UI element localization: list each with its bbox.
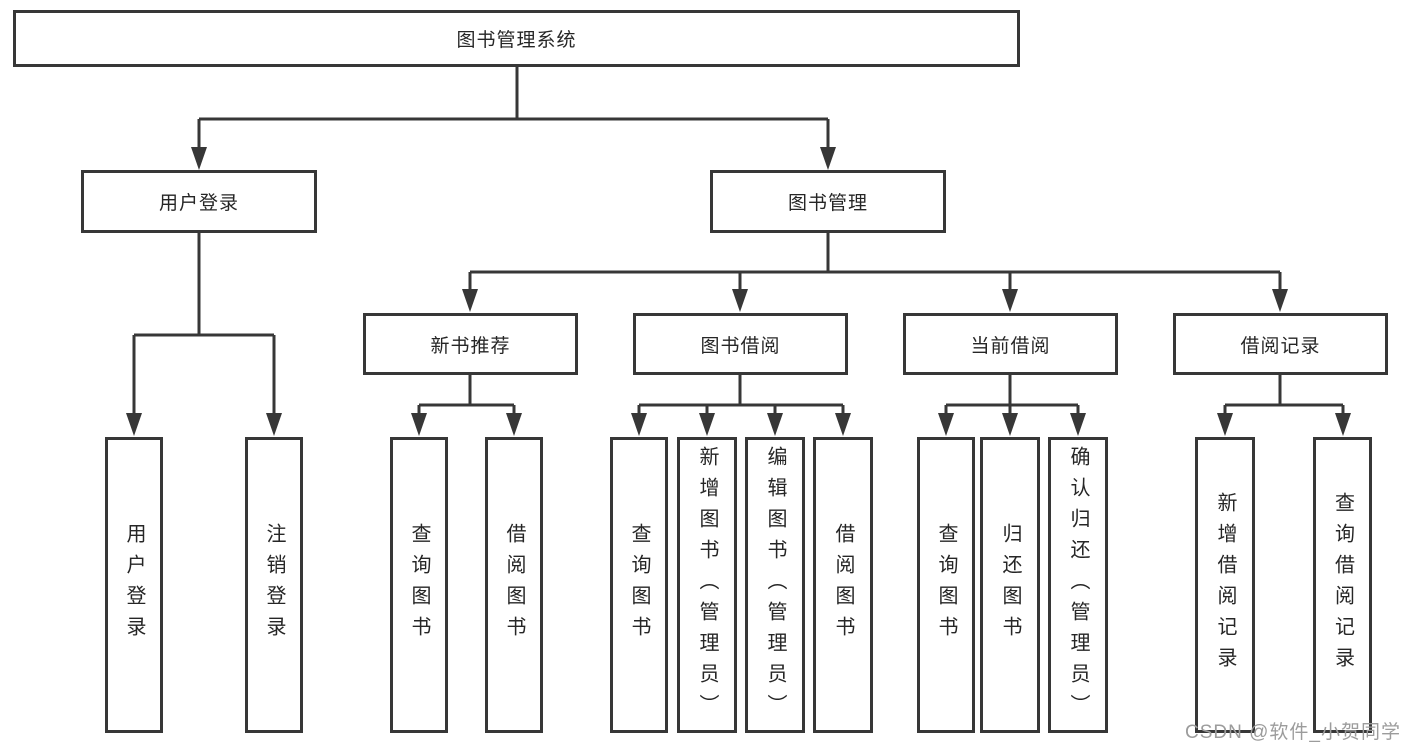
node-new-book-recommendation: 新书推荐 (363, 313, 578, 375)
leaf-logout: 注销登录 (245, 437, 303, 733)
leaf-add-borrow-record: 新增借阅记录 (1195, 437, 1255, 733)
leaf-add-books-admin: 新增图书（管理员） (677, 437, 737, 733)
leaf-borrow-books-borrowing: 借阅图书 (813, 437, 873, 733)
node-current-borrowing: 当前借阅 (903, 313, 1118, 375)
leaf-query-borrow-record: 查询借阅记录 (1313, 437, 1372, 733)
node-book-borrowing: 图书借阅 (633, 313, 848, 375)
node-borrowing-records: 借阅记录 (1173, 313, 1388, 375)
leaf-edit-books-admin: 编辑图书（管理员） (745, 437, 805, 733)
leaf-user-login: 用户登录 (105, 437, 163, 733)
node-book-management: 图书管理 (710, 170, 946, 233)
leaf-return-books: 归还图书 (980, 437, 1040, 733)
leaf-confirm-return-admin: 确认归还（管理员） (1048, 437, 1108, 733)
node-user-login: 用户登录 (81, 170, 317, 233)
leaf-query-books-recommend: 查询图书 (390, 437, 448, 733)
watermark: CSDN @软件_小贺同学 (1185, 722, 1401, 743)
leaf-query-books-borrowing: 查询图书 (610, 437, 668, 733)
leaf-query-books-current: 查询图书 (917, 437, 975, 733)
node-root: 图书管理系统 (13, 10, 1020, 67)
leaf-borrow-books-recommend: 借阅图书 (485, 437, 543, 733)
